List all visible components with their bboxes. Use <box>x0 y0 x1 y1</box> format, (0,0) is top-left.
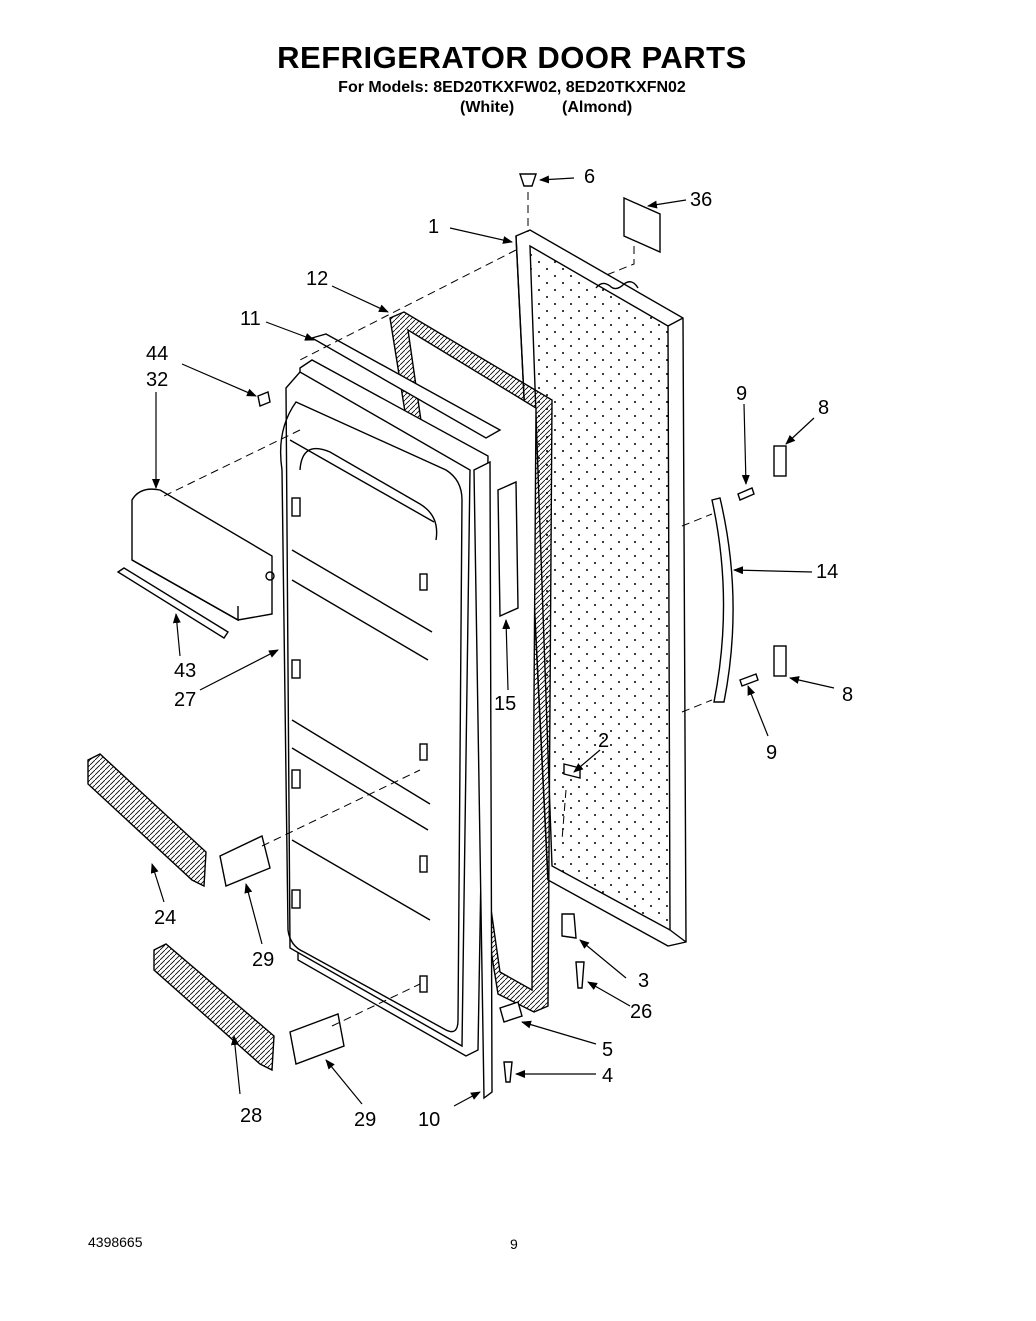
variant-almond: (Almond) <box>562 99 633 116</box>
callout-8-lower: 8 <box>842 684 853 706</box>
callout-5: 5 <box>602 1039 613 1061</box>
shelf-bracket-upper <box>219 835 271 887</box>
callout-14: 14 <box>816 561 838 583</box>
handle-endcap-lower <box>773 645 787 677</box>
trim-strip <box>116 567 229 639</box>
callout-26: 26 <box>630 1001 652 1023</box>
callout-12: 12 <box>306 268 328 290</box>
screw-44 <box>257 391 271 407</box>
door-liner <box>279 359 489 1057</box>
shelf-bracket-lower <box>289 1013 345 1065</box>
callout-4: 4 <box>602 1065 613 1087</box>
callout-8-upper: 8 <box>818 397 829 419</box>
callout-2: 2 <box>598 730 609 752</box>
callout-11: 11 <box>240 308 261 330</box>
callout-1: 1 <box>428 216 439 238</box>
callout-9-lower: 9 <box>766 742 777 764</box>
callout-28: 28 <box>240 1105 262 1127</box>
page-number: 9 <box>510 1236 518 1252</box>
models-line: For Models: 8ED20TKXFW02, 8ED20TKXFN02 <box>338 79 686 96</box>
hinge-bushing <box>561 913 577 939</box>
callout-43: 43 <box>174 660 196 682</box>
callout-29-lower: 29 <box>354 1109 376 1131</box>
callout-32: 32 <box>146 369 168 391</box>
hinge-bracket <box>499 1001 523 1023</box>
callout-6: 6 <box>584 166 595 188</box>
callout-44: 44 <box>146 343 168 365</box>
door-stop-bar <box>497 480 519 618</box>
handle-screw-upper <box>737 487 755 501</box>
handle-endcap-upper <box>773 445 787 477</box>
callout-29-upper: 29 <box>252 949 274 971</box>
callout-3: 3 <box>638 970 649 992</box>
dairy-door <box>131 488 275 622</box>
callout-27: 27 <box>174 689 196 711</box>
callout-10: 10 <box>418 1109 440 1131</box>
top-plug <box>519 173 537 187</box>
bottom-screw <box>503 1061 513 1083</box>
callout-36: 36 <box>690 189 712 211</box>
shelf-bar-upper <box>87 753 207 888</box>
breaker-strip <box>473 460 493 1100</box>
callout-15: 15 <box>494 693 516 715</box>
page-title: REFRIGERATOR DOOR PARTS <box>277 40 747 75</box>
top-cap <box>310 333 502 439</box>
door-label <box>623 196 661 254</box>
variant-white: (White) <box>460 99 515 116</box>
shelf-bar-lower <box>153 943 275 1072</box>
doc-number: 4398665 <box>88 1234 143 1250</box>
callout-24: 24 <box>154 907 176 929</box>
door-handle <box>711 497 734 703</box>
hinge-screw <box>575 961 585 989</box>
handle-screw-lower <box>739 673 759 687</box>
callout-9-upper: 9 <box>736 383 747 405</box>
